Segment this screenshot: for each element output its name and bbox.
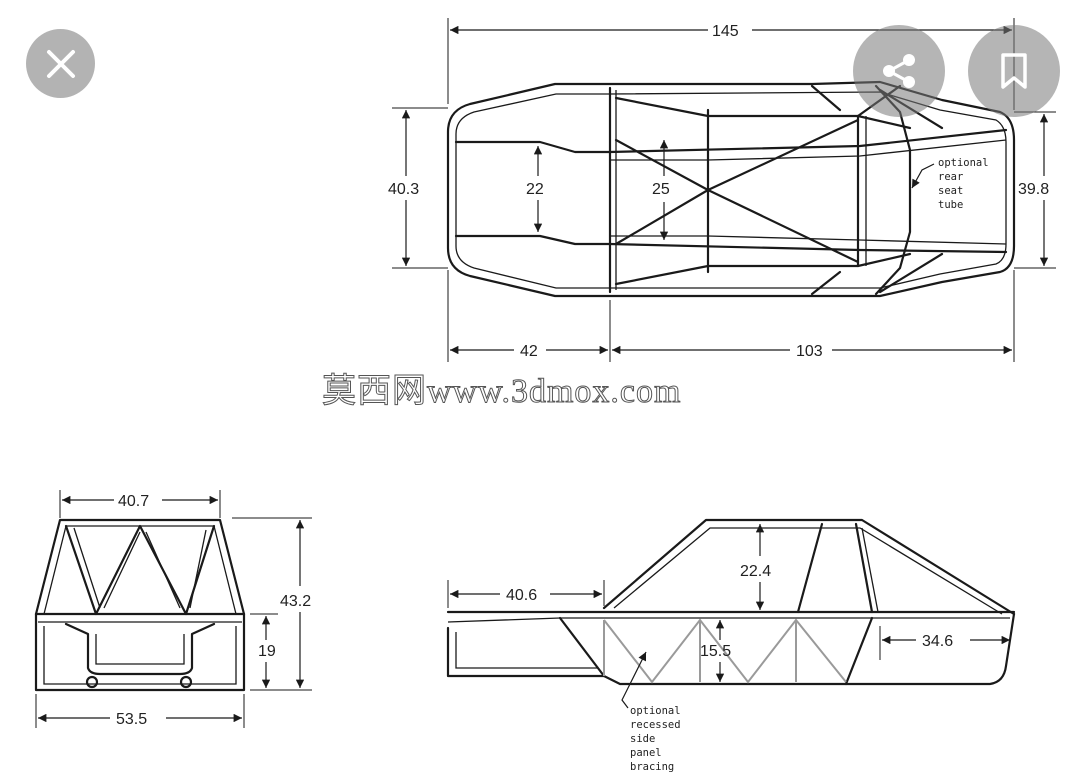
- top-rail-lower: [454, 234, 1008, 254]
- top-rail-upper: [454, 128, 1008, 154]
- note-rear-seat-tube: optional rear seat tube: [938, 157, 995, 211]
- close-button[interactable]: [26, 29, 95, 98]
- side-floor-line: [455, 632, 598, 669]
- top-rail-lower-2: [610, 235, 1007, 245]
- front-lower-frame: [34, 612, 246, 692]
- dim-bottom-width: 53.5: [116, 711, 147, 728]
- side-floor-rear: [844, 616, 874, 686]
- note-line: seat: [938, 185, 963, 197]
- note-line: side: [630, 733, 655, 745]
- front-hoop-outer: [34, 518, 246, 616]
- top-roof-upper: [614, 96, 912, 130]
- front-zigzag-2: [73, 527, 207, 609]
- side-roof: [602, 518, 1016, 616]
- front-lower-frame-2: [43, 626, 237, 685]
- share-icon: [883, 54, 915, 88]
- side-pillar-b: [796, 522, 824, 614]
- side-bracing: [603, 618, 847, 684]
- dim-width-rear: 39.8: [1018, 181, 1049, 198]
- save-button[interactable]: [968, 25, 1060, 117]
- front-hoop-inner: [43, 525, 237, 615]
- dim-width-front: 40.3: [388, 181, 419, 198]
- top-x-rear-b: [706, 188, 860, 264]
- side-main-rail-2: [447, 617, 1010, 623]
- side-bracing-verticals: [603, 620, 797, 682]
- top-x-front-b: [614, 188, 710, 246]
- note-line: bracing: [630, 761, 674, 773]
- side-pillar-c-2: [861, 527, 879, 613]
- top-x-front-a: [614, 138, 710, 192]
- front-mount-right: [179, 675, 193, 689]
- watermark: 莫西网www.3dmox.com: [322, 372, 681, 410]
- dim-side-height: 15.5: [700, 643, 731, 660]
- top-x-rear-a: [706, 118, 860, 192]
- note-line: optional: [630, 705, 681, 717]
- bookmark-icon: [1001, 53, 1027, 89]
- top-roof-lower: [614, 252, 912, 286]
- note-line: panel: [630, 747, 662, 759]
- dim-total-height: 43.2: [280, 593, 311, 610]
- side-floor-sweep: [558, 616, 606, 678]
- dim-front-section: 42: [520, 343, 538, 360]
- front-bumper: [64, 622, 216, 676]
- dim-rear-section: 103: [796, 343, 823, 360]
- side-view: 40.6 22.4 15.5 34.6 optional recessed si…: [446, 518, 1016, 773]
- dim-inner-width-front: 22: [526, 181, 544, 198]
- note-line: rear: [938, 171, 963, 183]
- front-mount-left: [85, 675, 99, 689]
- close-icon: [46, 49, 75, 78]
- top-rear-hoop: [874, 84, 912, 296]
- dim-lower-height: 19: [258, 643, 276, 660]
- side-pillar-c: [854, 522, 874, 614]
- top-rear-diag-2: [878, 252, 944, 294]
- dim-rear-overhang: 34.6: [922, 633, 953, 650]
- dim-front-section: 40.6: [506, 587, 537, 604]
- note-line: optional: [938, 157, 989, 169]
- top-outer-frame-inner: [455, 91, 1007, 289]
- note-leader: [911, 163, 935, 189]
- dim-roof-height: 22.4: [740, 563, 771, 580]
- note-leader: [621, 651, 647, 709]
- dim-inner-width-mid: 25: [652, 181, 670, 198]
- note-side-panel-bracing: optional recessed side panel bracing: [630, 705, 687, 773]
- share-button[interactable]: [853, 25, 945, 117]
- side-roof-inner: [613, 527, 1003, 615]
- note-line: recessed: [630, 719, 681, 731]
- top-diag-1: [810, 84, 842, 112]
- front-bumper-2: [95, 634, 185, 665]
- top-rail-upper-2: [610, 139, 1007, 161]
- top-diag-2: [810, 270, 842, 296]
- front-view: 40.7 53.5 43.2 19: [34, 490, 312, 728]
- dim-top-width: 40.7: [118, 493, 149, 510]
- top-view: 145 40.3 39.8 22 25 42 103 op: [388, 18, 1056, 362]
- dim-overall-length: 145: [712, 23, 739, 40]
- note-line: tube: [938, 199, 963, 211]
- side-lower-frame: [446, 612, 1016, 686]
